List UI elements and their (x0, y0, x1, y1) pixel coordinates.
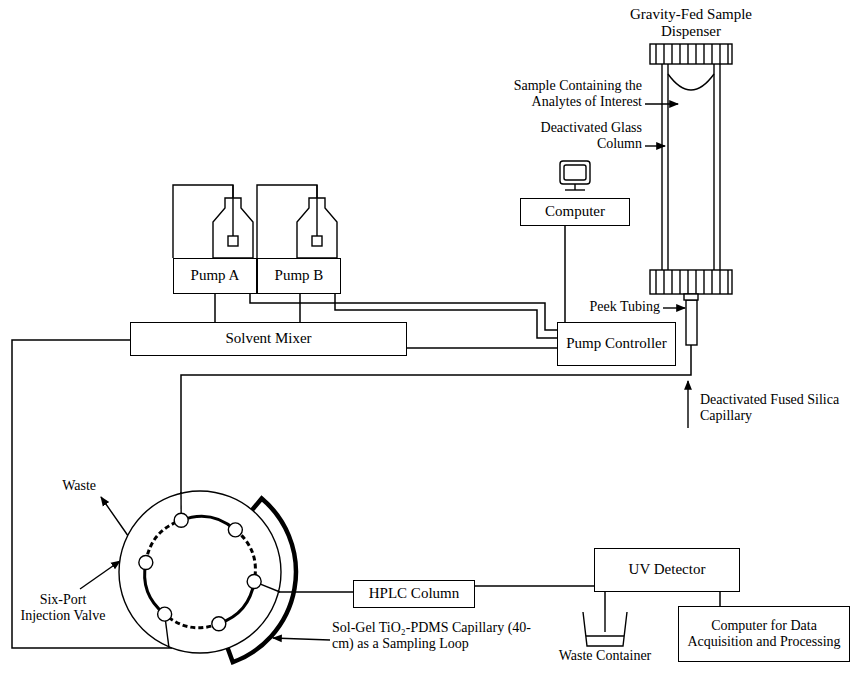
callout-label: Waste (44, 478, 96, 494)
injection-valve: Six-Port Injection Valve (118, 490, 282, 654)
node-text: Pump Controller (561, 333, 671, 354)
node-text: Waste Container (559, 648, 652, 664)
leader-line (273, 638, 330, 640)
inlet-filter (228, 236, 238, 246)
inlet-filter (312, 236, 322, 246)
pump-box: Pump A (173, 258, 257, 294)
peek-tubing (686, 300, 697, 345)
glass-column-drawing (646, 44, 736, 300)
connector (719, 592, 721, 606)
waste-container: Waste Container (553, 610, 657, 668)
data-computer-box: Computer for Data Acquisition and Proces… (678, 606, 850, 662)
connector (475, 585, 594, 587)
leader-line (687, 381, 688, 428)
callout-label: Deactivated Fused Silica Capillary (700, 392, 850, 424)
node-text: UV Detector (624, 559, 711, 580)
connector (299, 294, 301, 322)
connector (407, 347, 557, 349)
waste-beaker (577, 610, 633, 648)
connector (564, 226, 566, 322)
node-text: Pump A (186, 265, 245, 286)
callout-label: Sol-Gel TiO₂-PDMS Capillary (40-cm) as a… (332, 620, 532, 652)
controller-box: Pump Controller (557, 322, 676, 366)
node-text: Six-Port Injection Valve (18, 592, 108, 624)
node-text: Computer for Data Acquisition and Proces… (679, 616, 849, 652)
node-text: HPLC Column (364, 583, 464, 604)
monitor-icon (560, 161, 590, 190)
sample-dispenser: Gravity-Fed Sample Dispenser (646, 44, 736, 300)
callout-label: Peek Tubing (580, 299, 660, 315)
node-text: Gravity-Fed Sample Dispenser (606, 6, 776, 45)
callout-label: Sample Containing the Analytes of Intere… (492, 78, 642, 110)
connector (604, 592, 606, 610)
node-text: Computer (540, 201, 610, 222)
node-text: Solvent Mixer (220, 328, 316, 349)
detector-box: UV Detector (594, 548, 740, 592)
leader-line (80, 561, 120, 589)
column-box: HPLC Column (353, 580, 475, 608)
connector (278, 591, 353, 593)
leader-line (663, 307, 685, 308)
callout-label: Deactivated Glass Column (532, 120, 642, 152)
pump-box: Pump B (257, 258, 341, 294)
node-text: Pump B (270, 265, 329, 286)
connector (214, 294, 216, 322)
valve-drawing (118, 490, 282, 654)
mixer-box: Solvent Mixer (130, 322, 407, 356)
computer-box: Computer (520, 198, 630, 226)
